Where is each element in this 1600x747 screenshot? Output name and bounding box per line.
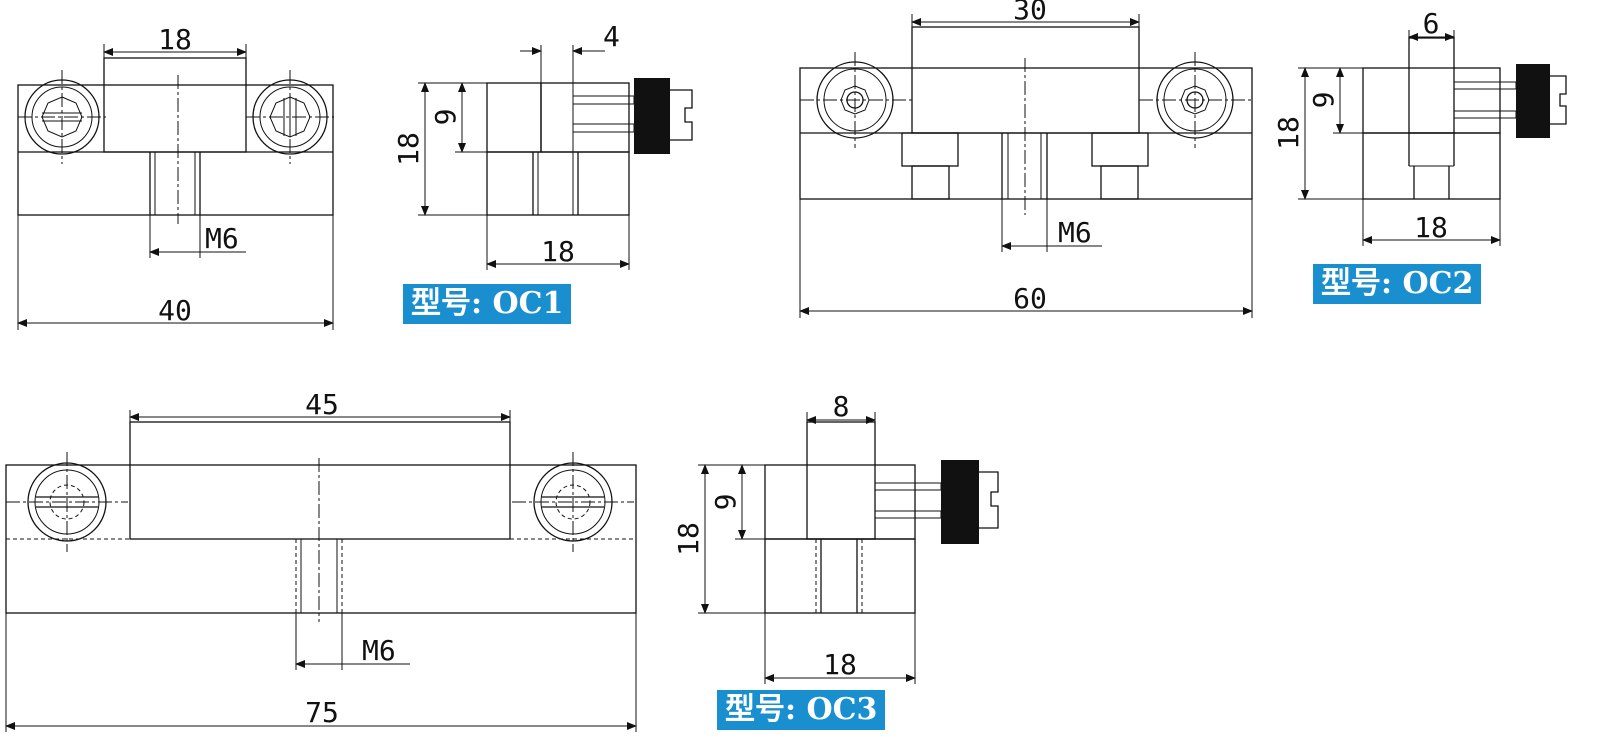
- oc3-knob-left: [6, 452, 128, 552]
- oc2-knurl: [1516, 64, 1550, 138]
- oc1-knurl: [634, 78, 670, 154]
- oc3-knob-right: [512, 452, 634, 552]
- oc2-dim-tab: 6: [1423, 7, 1440, 40]
- oc2-dim-thread: M6: [1058, 216, 1092, 249]
- oc3-dim-block: 45: [305, 388, 339, 421]
- oc1-dim-block: 18: [158, 23, 192, 56]
- oc2-dim-overall: 60: [1013, 282, 1047, 315]
- model-label-oc2: 型号: OC2: [1313, 264, 1482, 304]
- oc1-dim-tab: 4: [603, 20, 620, 53]
- model-label-oc3: 型号: OC3: [717, 690, 886, 730]
- oc3-dim-tab: 8: [833, 390, 850, 423]
- oc2-dim-half: 9: [1307, 92, 1340, 109]
- oc2-knob-right: [1139, 52, 1252, 148]
- oc3-dim-half: 9: [709, 494, 742, 511]
- oc2-dim-depth: 18: [1414, 211, 1448, 244]
- oc1-dim-overall: 40: [158, 294, 192, 327]
- oc2-knob-left: [800, 52, 912, 148]
- oc1-knob-left: [18, 70, 106, 164]
- oc3-dim-thread: M6: [362, 634, 396, 667]
- oc3-knurl: [941, 460, 979, 544]
- oc2-side-view: 6 18 9 18: [1272, 7, 1567, 246]
- oc3-front-view: 45 M6 75: [5, 388, 637, 732]
- oc2-dim-height: 18: [1272, 116, 1305, 150]
- oc3-dim-depth: 18: [823, 648, 857, 681]
- oc3-dim-height: 18: [672, 522, 705, 556]
- oc3-side-view: 8 18 9 18: [672, 390, 999, 684]
- oc1-dim-thread: M6: [205, 222, 239, 255]
- model-label-oc1: 型号: OC1: [403, 284, 572, 324]
- oc1-dim-depth: 18: [541, 235, 575, 268]
- oc3-dim-overall: 75: [305, 696, 339, 729]
- oc2-front-view: 30 M6 60: [799, 0, 1253, 318]
- oc1-dim-height: 18: [392, 132, 425, 166]
- oc1-front-view: 18 M6 40: [17, 23, 334, 330]
- oc1-side-view: 4 18 9 18: [392, 20, 693, 270]
- oc1-dim-half: 9: [429, 109, 462, 126]
- oc2-dim-block: 30: [1013, 0, 1047, 26]
- oc1-knob-right: [246, 70, 334, 164]
